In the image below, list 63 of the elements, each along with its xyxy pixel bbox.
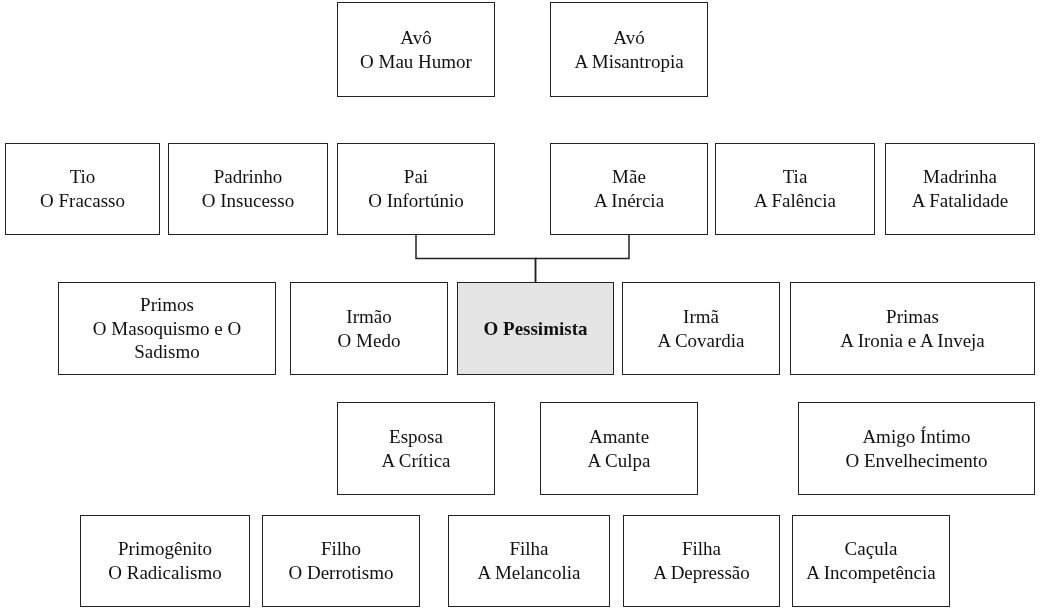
trait-name: A Covardia (657, 328, 745, 353)
highlighted-box (457, 282, 614, 375)
relation-label: Esposa (389, 424, 443, 449)
trait-name: A Falência (754, 189, 836, 213)
relation-label: Amigo Íntimo (862, 424, 971, 449)
trait-name: A Depressão (653, 561, 750, 585)
family-box (448, 515, 610, 607)
relation-label: Tio (69, 165, 96, 189)
family-box (5, 143, 160, 235)
relation-label: Tia (782, 165, 808, 189)
trait-name: A Culpa (587, 448, 651, 473)
trait-name: O Medo (337, 328, 401, 353)
relation-label: Pai (403, 165, 429, 189)
family-box (792, 515, 950, 607)
family-box (80, 515, 250, 607)
trait-name: O Insucesso (201, 189, 295, 213)
relation-label: Filha (509, 537, 549, 561)
relation-label: Avô (400, 25, 432, 50)
relation-label: Primogênito (118, 537, 212, 561)
family-box (262, 515, 420, 607)
trait-name: A Ironia e A Inveja (840, 328, 985, 353)
trait-name: O Derrotismo (288, 561, 394, 585)
trait-name: A Misantropia (574, 49, 684, 74)
family-box (337, 143, 495, 235)
family-box (290, 282, 448, 375)
trait-name: O Radicalismo (108, 561, 222, 585)
family-box (337, 402, 495, 495)
relation-label: Caçula (844, 537, 898, 561)
family-box (623, 515, 780, 607)
relation-label: Primos (140, 292, 194, 317)
relation-label: Madrinha (923, 165, 997, 189)
trait-name: A Melancolia (477, 561, 581, 585)
relation-label: Amante (588, 424, 650, 449)
family-box (550, 143, 708, 235)
family-box (798, 402, 1035, 495)
relation-label: Filha (681, 537, 722, 561)
trait-name: O Fracasso (40, 189, 125, 213)
relation-label: Irmão (346, 304, 392, 329)
trait-name: O Envelhecimento (845, 448, 988, 473)
family-box (622, 282, 780, 375)
trait-name: O Masoquismo e O Sadismo (91, 316, 243, 365)
relation-label: Mãe (612, 165, 646, 189)
family-box (337, 2, 495, 97)
relation-label: Primas (886, 304, 939, 329)
relation-label: Irmã (683, 304, 719, 329)
family-box (58, 282, 276, 375)
connector-line (534, 234, 630, 283)
trait-name: O Infortúnio (368, 189, 464, 213)
relation-label: Padrinho (213, 165, 283, 189)
trait-name: O Pessimista (483, 316, 588, 341)
family-box (550, 2, 708, 97)
trait-name: A Crítica (381, 448, 451, 473)
family-box (540, 402, 698, 495)
trait-name: A Inércia (593, 189, 665, 213)
relation-label: Avó (613, 25, 645, 50)
family-box (790, 282, 1035, 375)
family-box (885, 143, 1035, 235)
trait-name: A Incompetência (806, 561, 936, 585)
trait-name: O Mau Humor (360, 49, 472, 74)
family-box (168, 143, 328, 235)
relation-label: Filho (320, 537, 362, 561)
trait-name: A Fatalidade (911, 189, 1009, 213)
family-box (715, 143, 875, 235)
